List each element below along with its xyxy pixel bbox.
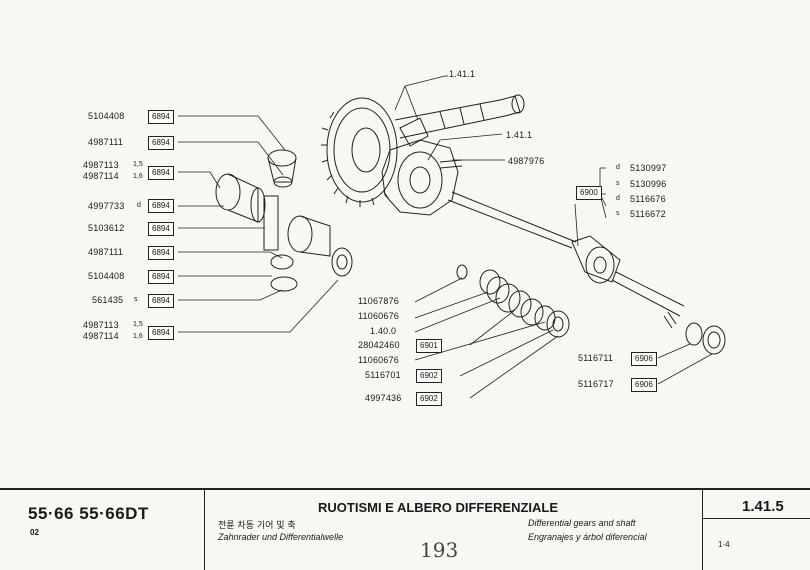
part-number: 4987113	[83, 160, 119, 170]
ref-box: 6894	[148, 294, 174, 308]
callout-ref-2: 1.41.1	[506, 130, 533, 140]
part-suffix: 1,5	[133, 321, 143, 328]
model-sub: 02	[30, 528, 39, 537]
drive-shaft	[447, 191, 685, 329]
title-english: Differential gears and shaft	[528, 518, 636, 528]
part-number: 11060676	[358, 355, 399, 365]
part-suffix: 1,6	[133, 333, 143, 340]
ref-box: 6906	[631, 378, 657, 392]
part-number: 5130996	[630, 179, 667, 189]
part-number: 4997436	[365, 393, 402, 403]
leader-lines	[178, 75, 713, 399]
part-number: 5130997	[630, 163, 667, 173]
ref-box: 6894	[148, 326, 174, 340]
ref-box: 6906	[631, 352, 657, 366]
part-number: 5116672	[630, 209, 666, 219]
ring-gear	[321, 97, 398, 207]
part-suffix: 1,5	[133, 161, 143, 168]
differential-housing	[381, 139, 463, 216]
part-number: 11060676	[358, 311, 399, 321]
page-sub: 1·4	[718, 540, 730, 549]
part-number: 5116676	[630, 194, 666, 204]
part-number: 5104408	[88, 271, 125, 281]
footer-divider	[204, 488, 205, 570]
title-korean: 전륜 차동 기어 및 축	[218, 521, 296, 531]
side-code: s	[616, 180, 620, 187]
part-number: 4987114	[83, 331, 119, 341]
part-number: 5104408	[88, 111, 125, 121]
part-number: 4987111	[88, 137, 124, 147]
part-number: 5103612	[88, 223, 125, 233]
part-number: 5116711	[578, 353, 614, 363]
part-suffix: 1,6	[133, 173, 143, 180]
footer-divider	[702, 488, 703, 570]
part-suffix: s	[134, 296, 138, 303]
ref-box: 6901	[416, 339, 442, 353]
ref-box: 6894	[148, 136, 174, 150]
callout-ref-1: 1.41.1	[449, 69, 476, 79]
title-spanish: Engranajes y árbol diferencial	[528, 532, 647, 542]
part-number: 1.40.0	[370, 326, 397, 336]
part-number: 5116717	[578, 379, 614, 389]
part-number: 4987114	[83, 171, 119, 181]
pinion-shaft	[394, 94, 525, 147]
ref-box: 6900	[576, 186, 602, 200]
ref-box: 6894	[148, 270, 174, 284]
ref-box: 6894	[148, 246, 174, 260]
callout-part-number: 4987976	[508, 156, 545, 166]
footer-top-rule	[0, 488, 810, 490]
bearing-stack	[456, 264, 570, 338]
model-name: 55·66 55·66DT	[28, 504, 149, 523]
part-number: 561435	[92, 295, 124, 305]
title-german: Zahnrader und Differentialwelle	[218, 532, 344, 542]
side-code: d	[616, 195, 620, 202]
ref-box: 6894	[148, 166, 174, 180]
part-number: 5116701	[365, 370, 401, 380]
part-number: 4987113	[83, 320, 119, 330]
right-seals	[685, 322, 726, 355]
part-suffix: d	[137, 202, 141, 209]
ref-box: 6894	[148, 222, 174, 236]
part-number: 4997733	[88, 201, 125, 211]
ref-box: 6894	[148, 110, 174, 124]
part-number: 11067876	[358, 296, 399, 306]
page-code: 1.41.5	[742, 498, 784, 515]
ref-box: 6902	[416, 392, 442, 406]
footer-divider	[702, 518, 810, 519]
side-code: s	[616, 210, 620, 217]
ref-box: 6902	[416, 369, 442, 383]
differential-gears	[215, 149, 353, 292]
part-number: 28042460	[358, 340, 400, 350]
part-number: 4987111	[88, 247, 124, 257]
ref-box: 6894	[148, 199, 174, 213]
handwritten-number: 193	[420, 538, 459, 562]
side-code: d	[616, 164, 620, 171]
page-title: RUOTISMI E ALBERO DIFFERENZIALE	[318, 500, 559, 515]
